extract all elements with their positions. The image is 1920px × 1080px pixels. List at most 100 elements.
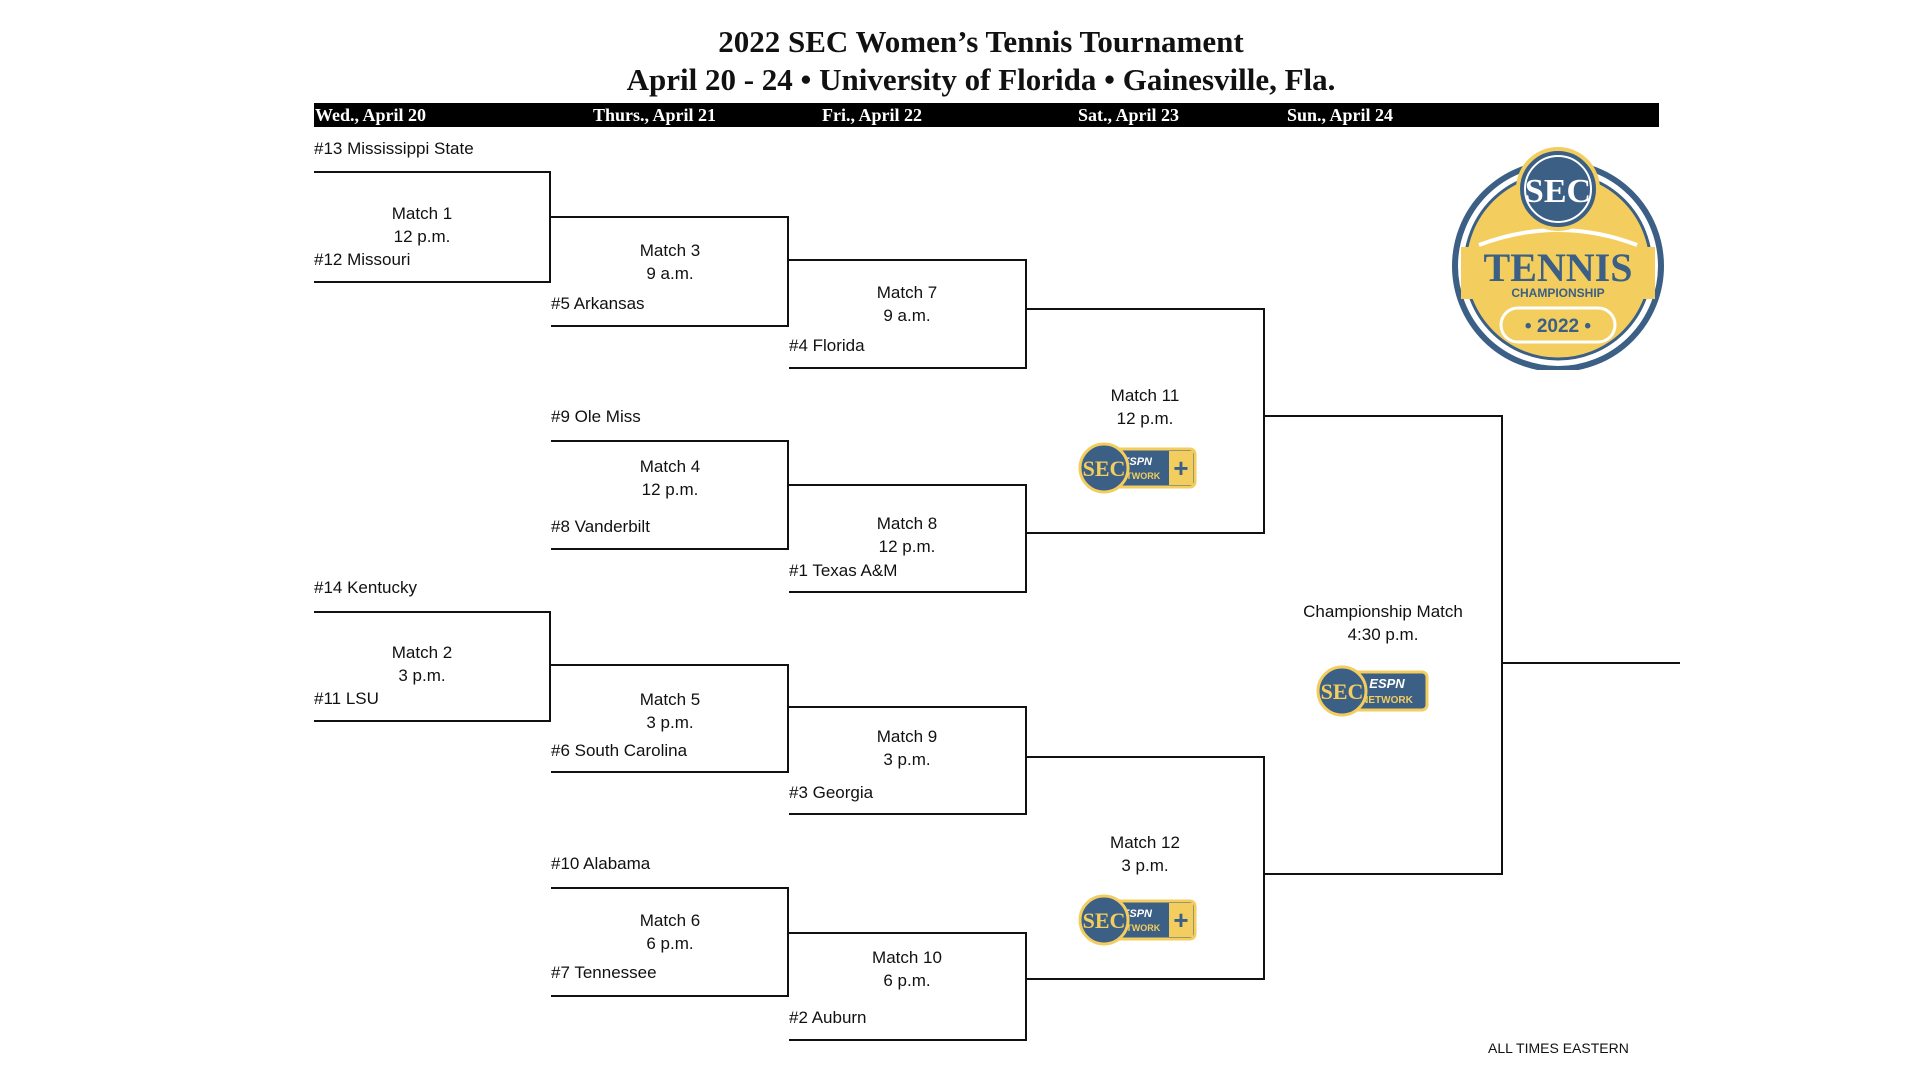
bracket-line	[789, 932, 1026, 934]
bracket-line	[549, 611, 551, 722]
team-lsu: #11 LSU	[314, 689, 379, 708]
logo-year-text: • 2022 •	[1525, 316, 1591, 337]
sec-text: SEC	[1321, 679, 1364, 704]
team-mississippi-state: #13 Mississippi State	[314, 139, 474, 158]
match-time: 12 p.m.	[393, 227, 451, 246]
team-auburn: #2 Auburn	[789, 1008, 867, 1027]
match-name: Match 12	[1110, 833, 1180, 852]
match-time: 4:30 p.m.	[1347, 625, 1419, 644]
bracket-line	[789, 484, 1026, 486]
bracket-line	[549, 171, 551, 283]
sec-text: SEC	[1083, 456, 1126, 481]
bracket-line	[1265, 873, 1502, 875]
match-12: Match 12 3 p.m.	[1045, 831, 1245, 877]
team-florida: #4 Florida	[789, 336, 865, 355]
bracket-line	[1263, 308, 1265, 534]
match-7: Match 7 9 a.m.	[807, 281, 1007, 327]
team-ole-miss: #9 Ole Miss	[551, 407, 641, 426]
logo-championship-text: CHAMPIONSHIP	[1511, 286, 1604, 300]
logo-sec-text: SEC	[1525, 173, 1591, 210]
match-8: Match 8 12 p.m.	[807, 512, 1007, 558]
bracket-line	[787, 887, 789, 997]
match-name: Championship Match	[1303, 602, 1463, 621]
team-kentucky: #14 Kentucky	[314, 578, 418, 597]
match-5: Match 5 3 p.m.	[570, 688, 770, 734]
match-time: 12 p.m.	[641, 480, 699, 499]
match-time: 12 p.m.	[878, 537, 936, 556]
bracket-line	[551, 216, 788, 218]
network-text: NETWORK	[1114, 923, 1161, 933]
match-name: Match 2	[391, 643, 453, 662]
sec-text: SEC	[1083, 908, 1126, 933]
bracket-line	[551, 664, 788, 666]
bracket-line	[1027, 532, 1264, 534]
bracket-line	[789, 591, 1026, 593]
team-texas-am: #1 Texas A&M	[789, 561, 898, 580]
bracket-line	[551, 325, 788, 327]
sec-tennis-championship-logo: TENNIS CHAMPIONSHIP • 2022 • SEC	[1452, 147, 1664, 370]
match-name: Match 7	[876, 283, 938, 302]
team-alabama: #10 Alabama	[551, 854, 651, 873]
match-time: 6 p.m.	[646, 934, 694, 953]
day-sat: Sat., April 23	[1078, 105, 1180, 125]
match-3: Match 3 9 a.m.	[570, 239, 770, 285]
day-thu: Thurs., April 21	[593, 105, 717, 125]
match-time: 3 p.m.	[398, 666, 446, 685]
espn-text: ESPN	[1122, 456, 1153, 468]
bracket-line	[789, 706, 1026, 708]
match-time: 12 p.m.	[1116, 409, 1174, 428]
bracket-line	[314, 611, 550, 613]
match-10: Match 10 6 p.m.	[807, 946, 1007, 992]
match-4: Match 4 12 p.m.	[570, 455, 770, 501]
logo-tennis-text: TENNIS	[1484, 245, 1633, 290]
bracket-line	[1025, 706, 1027, 815]
day-fri: Fri., April 22	[822, 105, 922, 125]
bracket-line	[551, 995, 788, 997]
bracket-line	[1027, 756, 1264, 758]
team-south-carolina: #6 South Carolina	[551, 741, 688, 760]
sec-network-plus-logo: + ESPN NETWORK SEC	[1078, 894, 1197, 946]
bracket-line	[789, 1039, 1026, 1041]
bracket-line	[314, 281, 550, 283]
match-11: Match 11 12 p.m.	[1045, 384, 1245, 430]
sec-network-logo: ESPN NETWORK SEC	[1316, 665, 1429, 717]
bracket-line	[1025, 932, 1027, 1041]
bracket-line	[789, 813, 1026, 815]
match-name: Match 8	[876, 514, 938, 533]
bracket-line	[1265, 415, 1502, 417]
bracket-line	[1025, 259, 1027, 369]
match-1: Match 1 12 p.m.	[322, 202, 522, 248]
bracket-line	[787, 216, 789, 327]
title-line-1: 2022 SEC Women’s Tennis Tournament	[718, 24, 1244, 59]
team-missouri: #12 Missouri	[314, 250, 411, 269]
plus-text: +	[1173, 905, 1188, 935]
bracket-line	[1263, 756, 1265, 980]
bracket-line	[551, 771, 788, 773]
bracket-line	[1025, 484, 1027, 593]
team-vanderbilt: #8 Vanderbilt	[551, 517, 650, 536]
match-time: 6 p.m.	[883, 971, 931, 990]
bracket-line	[789, 367, 1026, 369]
network-text: NETWORK	[1361, 695, 1413, 706]
match-name: Match 1	[391, 204, 453, 223]
match-name: Match 5	[639, 690, 701, 709]
plus-text: +	[1173, 453, 1188, 483]
day-header-band	[314, 103, 1659, 127]
bracket-line	[787, 440, 789, 550]
sec-network-plus-logo: + ESPN NETWORK SEC	[1078, 442, 1197, 494]
day-sun: Sun., April 24	[1287, 105, 1394, 125]
bracket-line	[314, 720, 550, 722]
match-2: Match 2 3 p.m.	[322, 641, 522, 687]
match-9: Match 9 3 p.m.	[807, 725, 1007, 771]
match-time: 3 p.m.	[646, 713, 694, 732]
match-6: Match 6 6 p.m.	[570, 909, 770, 955]
match-time: 9 a.m.	[646, 264, 694, 283]
match-name: Match 6	[639, 911, 701, 930]
espn-text: ESPN	[1122, 908, 1153, 920]
network-text: NETWORK	[1114, 471, 1161, 481]
title-line-2: April 20 - 24 • University of Florida • …	[626, 62, 1336, 97]
bracket-line	[551, 440, 788, 442]
bracket-line	[314, 171, 550, 173]
team-arkansas: #5 Arkansas	[551, 294, 645, 313]
match-time: 3 p.m.	[1121, 856, 1169, 875]
